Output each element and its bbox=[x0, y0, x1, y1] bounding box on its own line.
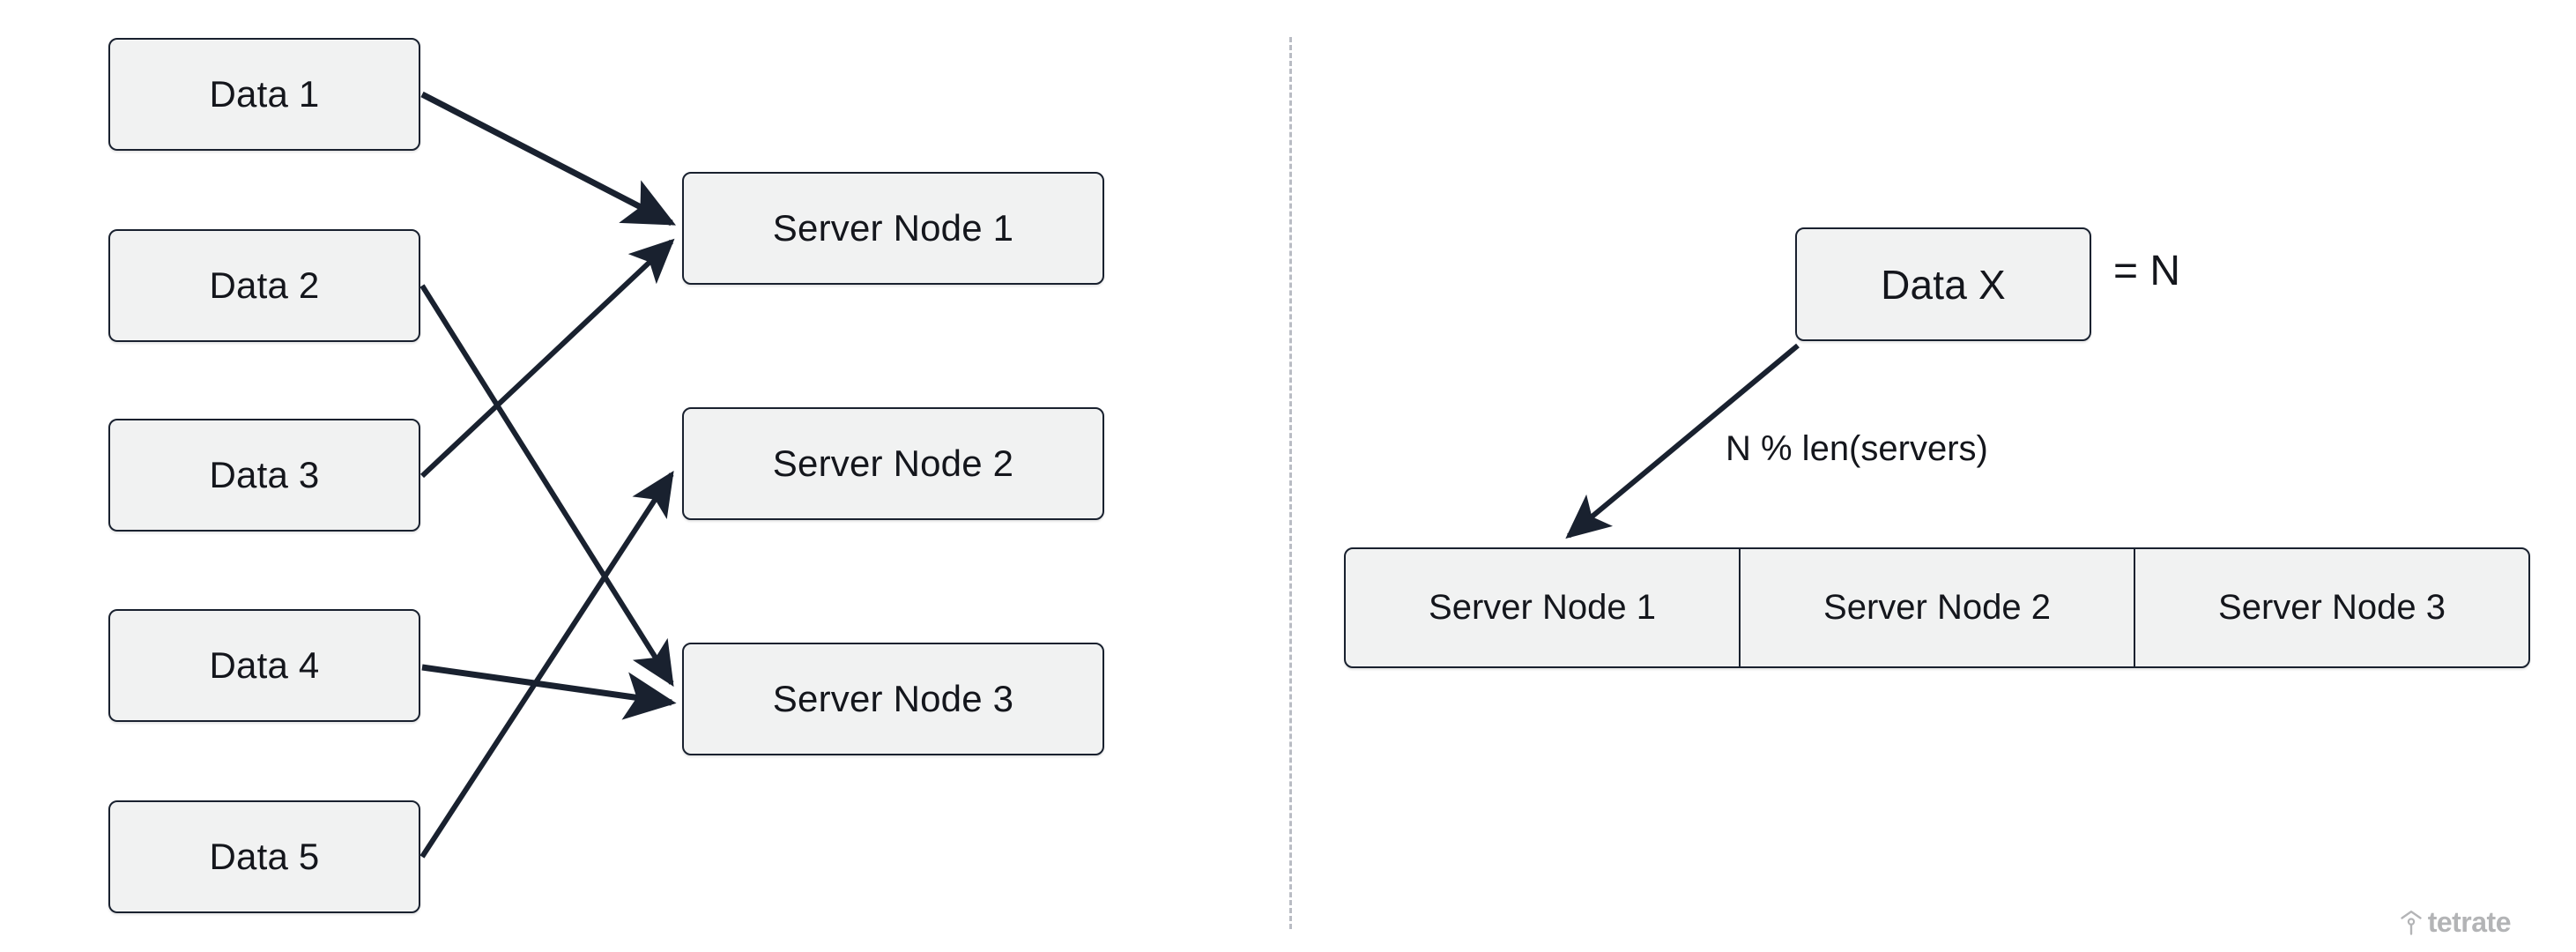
data-node-3[interactable]: Data 3 bbox=[108, 419, 420, 532]
ring-cell-label: Server Node 2 bbox=[1823, 588, 2051, 627]
brand-name: tetrate bbox=[2427, 906, 2512, 938]
data-node-label: Data 3 bbox=[209, 454, 320, 495]
equals-n-label: = N bbox=[2113, 248, 2181, 294]
data-node-2[interactable]: Data 2 bbox=[108, 229, 420, 342]
data-node-5[interactable]: Data 5 bbox=[108, 800, 420, 913]
data-node-label: Data 2 bbox=[209, 264, 320, 306]
ring-cell-3[interactable]: Server Node 3 bbox=[2135, 549, 2528, 666]
server-node-2[interactable]: Server Node 2 bbox=[682, 407, 1104, 520]
data-node-4[interactable]: Data 4 bbox=[108, 609, 420, 722]
data-node-label: Data 1 bbox=[209, 73, 320, 115]
server-node-label: Server Node 3 bbox=[772, 678, 1014, 719]
server-node-1[interactable]: Server Node 1 bbox=[682, 172, 1104, 285]
edge-data4-to-server3 bbox=[421, 664, 677, 720]
edge-data2-to-server3 bbox=[419, 284, 674, 688]
edge-data1-to-server1 bbox=[420, 91, 676, 227]
ring-cell-label: Server Node 1 bbox=[1429, 588, 1656, 627]
ring-cell-2[interactable]: Server Node 2 bbox=[1741, 549, 2135, 666]
ring-cell-label: Server Node 3 bbox=[2218, 588, 2446, 627]
server-node-3[interactable]: Server Node 3 bbox=[682, 643, 1104, 755]
edge-data3-to-server1 bbox=[419, 238, 675, 479]
data-node-1[interactable]: Data 1 bbox=[108, 38, 420, 151]
data-node-label: Data 5 bbox=[209, 836, 320, 877]
data-x-node[interactable]: Data X bbox=[1795, 227, 2091, 341]
data-x-label: Data X bbox=[1881, 261, 2006, 308]
edge-data5-to-server2 bbox=[419, 470, 674, 859]
ring-cell-1[interactable]: Server Node 1 bbox=[1346, 549, 1741, 666]
server-node-label: Server Node 2 bbox=[772, 443, 1014, 484]
brand-watermark: tetrate bbox=[2400, 906, 2512, 938]
tetrate-logo-icon bbox=[2400, 911, 2422, 935]
server-node-label: Server Node 1 bbox=[772, 207, 1014, 249]
modulo-formula-label: N % len(servers) bbox=[1726, 429, 1988, 468]
data-node-label: Data 4 bbox=[209, 644, 320, 686]
panel-divider bbox=[1289, 37, 1292, 929]
server-ring-table: Server Node 1 Server Node 2 Server Node … bbox=[1344, 547, 2530, 668]
